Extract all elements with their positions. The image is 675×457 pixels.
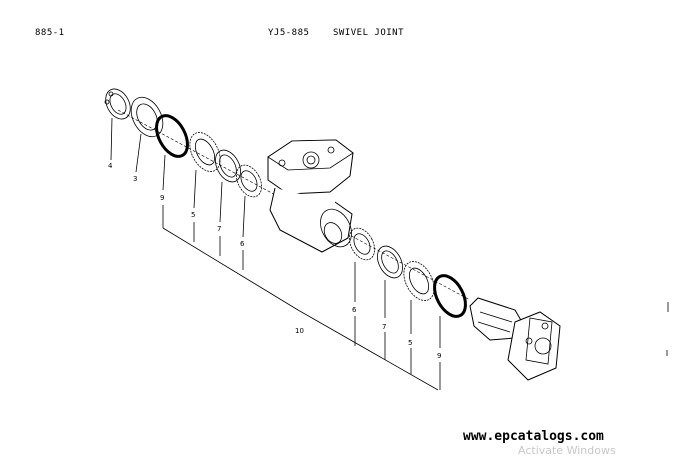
seal-ring-top-part [236,164,262,198]
part-name: SWIVEL JOINT [333,28,405,38]
backup-ring-bottom-part [377,245,403,279]
seal-top-part [189,132,221,172]
callout-5-top: 5 [191,211,195,219]
o-ring-bottom-part [433,274,467,318]
watermark-link[interactable]: www.epcatalogs.com [463,429,604,444]
callout-6-top: 6 [240,240,245,248]
part-code: YJ5-885 [268,28,310,38]
callout-5-bottom: 5 [408,339,412,347]
page-number: 885-1 [35,28,65,38]
activate-windows-notice: Activate Windows [518,444,616,457]
o-ring-top-part [155,114,189,158]
swivel-body-part [267,139,354,253]
callout-6-bottom: 6 [352,306,357,314]
callout-10: 10 [295,327,304,335]
callout-3: 3 [133,175,137,183]
leader-lines [110,117,441,391]
backup-ring-top-part [215,149,241,183]
callout-4: 4 [108,162,113,170]
seal-ring-bottom-part [349,227,375,261]
callout-9-top: 9 [160,194,164,202]
callout-7-top: 7 [217,225,221,233]
callout-9-bottom: 9 [437,352,441,360]
rotor-shaft-part [469,297,561,381]
callout-7-bottom: 7 [382,323,386,331]
seal-bottom-part [403,261,435,301]
snap-ring-part [104,88,131,120]
